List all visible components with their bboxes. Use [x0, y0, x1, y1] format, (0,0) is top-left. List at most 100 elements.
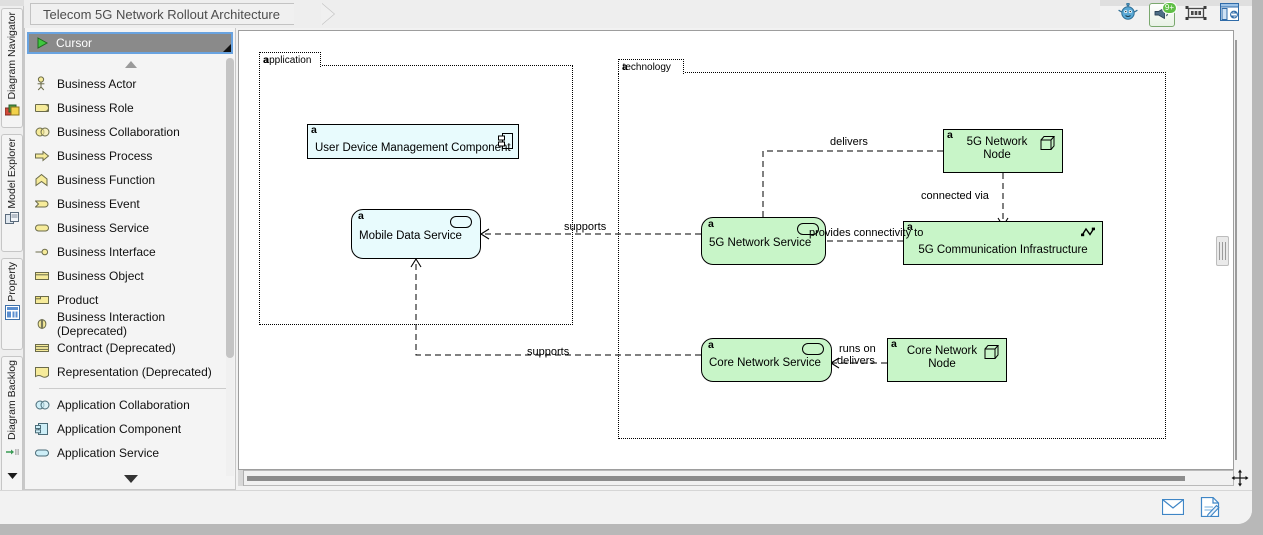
palette-item-contract[interactable]: Contract (Deprecated) [25, 336, 235, 360]
contract-icon [35, 342, 57, 354]
announcements-badge: 9+ [1161, 2, 1177, 14]
group-label: application [263, 54, 312, 66]
scroll-down-arrow-icon [124, 475, 138, 483]
document-tab[interactable]: Telecom 5G Network Rollout Architecture [30, 3, 294, 25]
horizontal-scrollbar-cap [238, 470, 244, 486]
panel-layout-button[interactable] [1217, 3, 1243, 27]
edit-document-icon[interactable] [1200, 496, 1220, 522]
node-mobile-data-service[interactable]: a Mobile Data Service [351, 209, 481, 259]
filmstrip-icon [1185, 5, 1207, 26]
business-interaction-icon [35, 318, 57, 330]
group-application[interactable] [259, 65, 573, 325]
node-tag-a: a [311, 124, 317, 136]
palette-item-business-event[interactable]: Business Event [25, 192, 235, 216]
palette-item-cursor[interactable]: Cursor [27, 32, 233, 54]
palette-item-business-role[interactable]: Business Role [25, 96, 235, 120]
palette-item-label: Cursor [56, 36, 93, 50]
node-label: 5G Network Node [966, 136, 1028, 161]
palette-item-business-actor[interactable]: Business Actor [25, 72, 235, 96]
palette-item-label: Product [57, 293, 99, 307]
group-technology-tab: a technology [618, 59, 684, 74]
palette-item-label: Business Interface [57, 245, 156, 259]
palette-item-label: Business Interaction (Deprecated) [57, 310, 166, 338]
application-collaboration-icon [35, 399, 57, 411]
palette-item-business-interaction[interactable]: Business Interaction (Deprecated) [25, 310, 235, 338]
palette-item-representation[interactable]: Representation (Deprecated) [25, 360, 235, 384]
diagram-canvas-surface[interactable]: a application a technology [239, 31, 1233, 469]
palette-item-product[interactable]: Product [25, 288, 235, 312]
palette-expand-corner-icon[interactable] [223, 44, 231, 52]
node-core-network-service[interactable]: a Core Network Service [701, 338, 832, 382]
node-label: Core Network Node [906, 345, 978, 370]
palette-item-business-service[interactable]: Business Service [25, 216, 235, 240]
canvas-vertical-scrollbar-thumb[interactable] [1216, 236, 1229, 266]
node-tag-a: a [891, 338, 897, 350]
document-tab-title: Telecom 5G Network Rollout Architecture [43, 6, 280, 22]
status-bar-icons [1161, 496, 1220, 522]
palette-item-label: Business Actor [57, 77, 137, 91]
node-5g-network-node[interactable]: a 5G Network Node [943, 129, 1063, 173]
document-tab-bar: Telecom 5G Network Rollout Architecture [24, 0, 1100, 28]
palette-item-label: Application Component [57, 422, 182, 436]
business-actor-icon [35, 76, 57, 92]
palette-item-label: Representation (Deprecated) [57, 365, 212, 379]
palette-item-business-interface[interactable]: Business Interface [25, 240, 235, 264]
connection-label-runs-on: runs on [839, 343, 876, 355]
group-technology[interactable] [618, 72, 1166, 439]
assistant-bot-button[interactable] [1115, 2, 1141, 27]
palette-separator [39, 388, 226, 389]
palette-item-application-component[interactable]: Application Component [25, 417, 235, 441]
palette-scrollbar-thumb[interactable] [226, 58, 234, 358]
business-process-icon [35, 150, 57, 162]
communication-network-icon [1081, 226, 1095, 241]
canvas-horizontal-scrollbar-thumb[interactable] [247, 476, 1185, 481]
rail-scroll-down-icon[interactable] [7, 467, 18, 485]
palette-item-business-function[interactable]: Business Function [25, 168, 235, 192]
filmstrip-button[interactable] [1183, 3, 1209, 27]
node-label: Core Network Service [709, 357, 821, 369]
business-object-icon [35, 270, 57, 282]
sidebar-tab-model-explorer[interactable]: Model Explorer [1, 134, 23, 252]
node-tag-a: a [947, 129, 953, 141]
palette-item-application-service[interactable]: Application Service [25, 441, 235, 465]
technology-service-icon [797, 223, 819, 238]
palette-item-label: Business Event [57, 197, 140, 211]
canvas-horizontal-scrollbar-track[interactable] [238, 470, 1234, 486]
palette-scroll-up-button[interactable] [25, 57, 235, 71]
announcements-button[interactable]: 9+ [1149, 2, 1177, 27]
connection-label-provides-connectivity-to: provides connectivity to [809, 227, 924, 239]
palette-item-business-process[interactable]: Business Process [25, 144, 235, 168]
sidebar-tab-diagram-backlog[interactable]: Diagram Backlog [1, 356, 23, 496]
pan-tool-icon[interactable] [1231, 469, 1249, 487]
business-role-icon [35, 102, 57, 114]
palette-scroll-down-button[interactable] [25, 472, 235, 486]
application-component-icon [35, 422, 57, 436]
node-tag-a: a [708, 339, 714, 351]
node-user-device-management-component[interactable]: a User Device Management Component [307, 124, 519, 159]
scroll-up-arrow-icon [125, 60, 137, 68]
palette-item-business-collaboration[interactable]: Business Collaboration [25, 120, 235, 144]
mail-envelope-icon[interactable] [1161, 498, 1185, 520]
business-interface-icon [35, 246, 57, 258]
technology-node-icon [984, 344, 1001, 363]
sidebar-tab-diagram-navigator[interactable]: Diagram Navigator [1, 8, 23, 128]
node-core-network-node[interactable]: a Core Network Node [887, 338, 1007, 382]
node-5g-network-service[interactable]: a 5G Network Service [701, 217, 826, 265]
diagram-palette: Cursor Business Actor Business Role [24, 28, 236, 490]
connection-label-supports-1: supports [564, 221, 607, 233]
left-tab-rail: Diagram Navigator Model Explorer [0, 6, 24, 518]
panel-layout-icon [1220, 3, 1240, 27]
palette-item-label: Business Function [57, 173, 156, 187]
canvas-vertical-scrollbar-track[interactable] [1235, 40, 1237, 460]
palette-item-business-object[interactable]: Business Object [25, 264, 235, 288]
palette-item-label: Business Object [57, 269, 144, 283]
property-icon [4, 304, 20, 325]
node-tag-a: a [708, 218, 714, 230]
group-tag-a: a [263, 54, 269, 66]
node-5g-communication-infrastructure[interactable]: a 5G Communication Infrastructure [903, 221, 1103, 265]
top-toolbar: 9+ [1115, 2, 1243, 28]
palette-item-application-collaboration[interactable]: Application Collaboration [25, 393, 235, 417]
sidebar-tab-property[interactable]: Property [1, 258, 23, 350]
diagram-canvas[interactable]: a application a technology [238, 30, 1234, 470]
